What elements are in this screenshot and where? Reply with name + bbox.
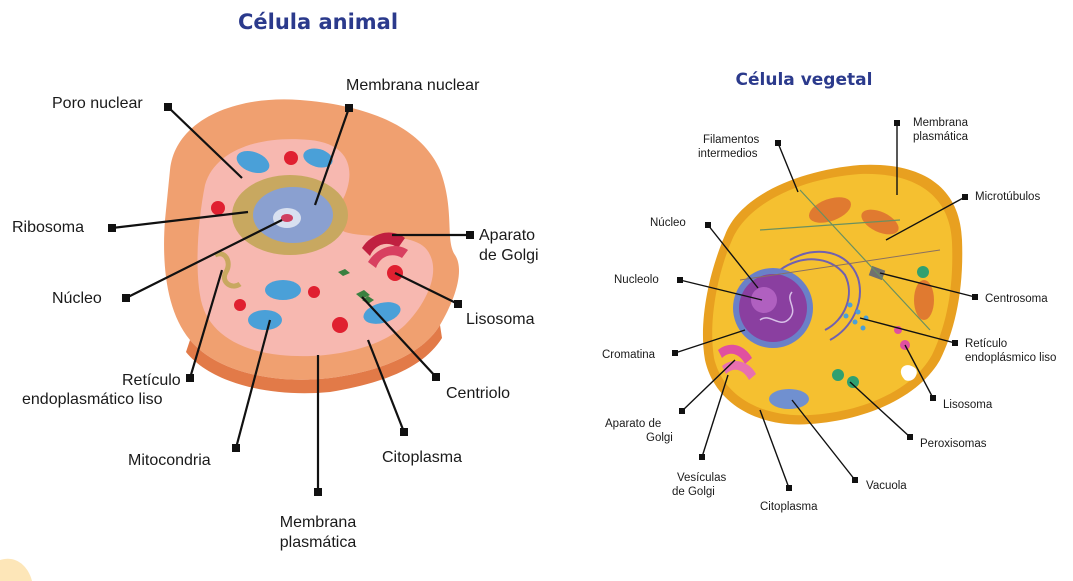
label-aparato-golgi-line1: Aparato — [479, 227, 535, 244]
tip-vacuola — [852, 477, 858, 483]
tip-lisosoma-v — [930, 395, 936, 401]
tip-nucleolo — [677, 277, 683, 283]
tip-microtubulos — [962, 194, 968, 200]
animal-lysosome-4 — [332, 317, 348, 333]
tip-aparato-golgi — [466, 231, 474, 239]
corner-decoration — [0, 559, 32, 581]
tip-filamentos — [775, 140, 781, 146]
label-centrosoma: Centrosoma — [985, 293, 1048, 305]
label-aparato-golgi-v-line1: Aparato de — [605, 418, 661, 430]
animal-mitochondrion-3 — [265, 280, 301, 300]
label-peroxisomas: Peroxisomas — [920, 438, 987, 450]
tip-citoplasma-v — [786, 485, 792, 491]
tip-poro-nuclear — [164, 103, 172, 111]
plant-peroxisome-1 — [832, 369, 844, 381]
label-poro-nuclear: Poro nuclear — [52, 95, 143, 112]
label-vacuola: Vacuola — [866, 480, 907, 492]
label-nucleo-v: Núcleo — [650, 217, 686, 229]
label-membrana-plasmatica-v-line2: plasmática — [913, 131, 969, 143]
label-membrana-nuclear: Membrana nuclear — [346, 77, 480, 94]
tip-centrosoma — [972, 294, 978, 300]
tip-nucleo-v — [705, 222, 711, 228]
animal-lysosome-5 — [308, 286, 320, 298]
label-nucleolo: Nucleolo — [614, 274, 659, 286]
label-reticulo-v-line2: endoplásmico liso — [965, 352, 1056, 364]
label-reticulo-line1: Retículo — [122, 372, 181, 389]
tip-aparato-golgi-v — [679, 408, 685, 414]
label-aparato-golgi-line2: de Golgi — [479, 247, 539, 264]
animal-nucleolus-core — [281, 214, 293, 222]
tip-lisosoma — [454, 300, 462, 308]
label-reticulo-v-line1: Retículo — [965, 338, 1007, 350]
animal-cell-title: Célula animal — [238, 10, 398, 34]
label-membrana-plasmatica-line2: plasmática — [280, 534, 357, 551]
animal-cell-illustration — [164, 99, 459, 393]
label-microtubulos: Microtúbulos — [975, 191, 1040, 203]
tip-reticulo-v — [952, 340, 958, 346]
tip-mitocondria — [232, 444, 240, 452]
plant-peroxisome-2 — [847, 376, 859, 388]
tip-nucleo — [122, 294, 130, 302]
label-citoplasma: Citoplasma — [382, 449, 462, 466]
plant-nucleolus — [751, 287, 777, 313]
label-lisosoma-v: Lisosoma — [943, 399, 993, 411]
tip-reticulo — [186, 374, 194, 382]
label-aparato-golgi-v-line2: Golgi — [646, 432, 673, 444]
label-filamentos-line1: Filamentos — [703, 134, 759, 146]
animal-lysosome-6 — [234, 299, 246, 311]
label-centriolo: Centriolo — [446, 385, 510, 402]
plant-vacuole — [769, 389, 809, 409]
label-nucleo: Núcleo — [52, 290, 102, 307]
animal-lysosome-2 — [211, 201, 225, 215]
tip-cromatina — [672, 350, 678, 356]
label-ribosoma: Ribosoma — [12, 219, 84, 236]
label-mitocondria: Mitocondria — [128, 452, 211, 469]
label-citoplasma-v: Citoplasma — [760, 501, 818, 513]
label-membrana-plasmatica-line1: Membrana — [280, 514, 357, 531]
plant-peroxisome-3 — [917, 266, 929, 278]
label-filamentos-line2: intermedios — [698, 148, 758, 160]
tip-vesiculas — [699, 454, 705, 460]
label-reticulo-line2: endoplasmático liso — [22, 391, 163, 408]
tip-centriolo — [432, 373, 440, 381]
label-lisosoma: Lisosoma — [466, 311, 535, 328]
plant-cell-title: Célula vegetal — [736, 70, 873, 90]
label-cromatina: Cromatina — [602, 349, 656, 361]
tip-membrana-plasmatica — [314, 488, 322, 496]
label-vesiculas-line2: de Golgi — [672, 486, 715, 498]
tip-membrana-nuclear — [345, 104, 353, 112]
tip-ribosoma — [108, 224, 116, 232]
label-membrana-plasmatica-v-line1: Membrana — [913, 117, 969, 129]
tip-peroxisomas — [907, 434, 913, 440]
animal-mitochondrion-4 — [248, 310, 282, 330]
label-vesiculas-line1: Vesículas — [677, 472, 726, 484]
animal-lysosome-1 — [284, 151, 298, 165]
tip-membrana-plasmatica-v — [894, 120, 900, 126]
tip-citoplasma — [400, 428, 408, 436]
